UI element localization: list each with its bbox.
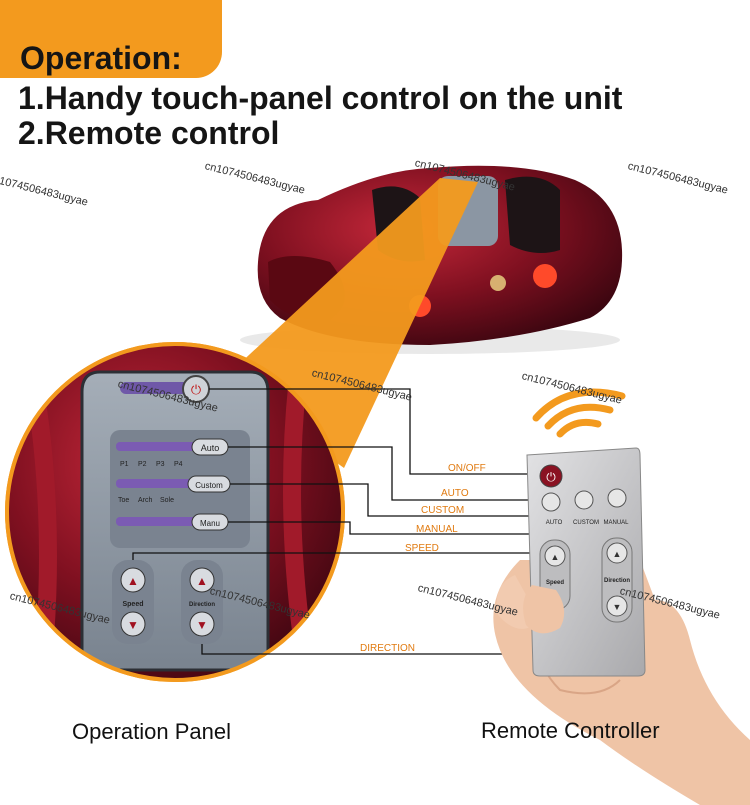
panel-speed-up-button[interactable]	[120, 567, 146, 593]
thumb-image	[523, 585, 565, 634]
label-custom: CUSTOM	[421, 505, 464, 516]
down-arrow-icon: ▼	[196, 618, 208, 632]
panel-toe-label: Toe	[118, 497, 129, 504]
signal-waves-icon	[532, 388, 626, 438]
caption-operation-panel: Operation Panel	[72, 719, 231, 744]
remote-direction-up-button[interactable]	[606, 542, 628, 564]
callout-labels: ON/OFF AUTO CUSTOM MANUAL SPEED DIRECTIO…	[360, 463, 486, 654]
remote-manual-button[interactable]	[607, 488, 627, 508]
remote-auto-label: AUTO	[546, 520, 563, 526]
label-auto: AUTO	[441, 488, 469, 499]
panel-speed-down-button[interactable]	[120, 611, 146, 637]
power-icon: ⏻	[546, 470, 556, 484]
operation-panel: ⏻ Auto P1 P2 P3 P4 Custom Toe Arch Sole …	[110, 375, 250, 644]
remote-power-button[interactable]	[539, 464, 563, 488]
panel-custom-label: Custom	[195, 481, 223, 490]
panel-direction-up-button[interactable]	[189, 567, 215, 593]
remote-custom-button[interactable]	[574, 490, 594, 510]
panel-p1-label: P1	[120, 461, 129, 468]
title-tab	[0, 0, 222, 78]
label-onoff: ON/OFF	[448, 463, 486, 474]
connector-lines	[132, 388, 616, 655]
remote-controller: ⏻ AUTO CUSTOM MANUAL ▲ Speed ▲ Direction…	[526, 447, 646, 677]
down-arrow-icon: ▼	[127, 618, 139, 632]
power-icon: ⏻	[191, 382, 201, 397]
up-arrow-icon: ▲	[196, 574, 208, 588]
feature-line-1: 1.Handy touch-panel control on the unit	[18, 80, 623, 116]
panel-p4-label: P4	[174, 461, 183, 468]
up-arrow-icon: ▲	[551, 552, 560, 562]
remote-auto-button[interactable]	[541, 492, 561, 512]
panel-arch-label: Arch	[138, 497, 153, 504]
panel-speed-label: Speed	[122, 601, 143, 608]
panel-direction-down-button[interactable]	[189, 611, 215, 637]
up-arrow-icon: ▲	[613, 549, 622, 559]
panel-auto-label: Auto	[201, 443, 220, 453]
remote-manual-label: MANUAL	[603, 520, 629, 526]
page-title: Operation:	[20, 40, 182, 76]
feature-line-2: 2.Remote control	[18, 115, 280, 151]
remote-custom-label: CUSTOM	[573, 520, 599, 526]
panel-p2-label: P2	[138, 461, 147, 468]
panel-p3-label: P3	[156, 461, 165, 468]
remote-direction-down-button[interactable]	[606, 595, 628, 617]
up-arrow-icon: ▲	[127, 574, 139, 588]
down-arrow-icon: ▼	[613, 602, 622, 612]
remote-speed-label: Speed	[546, 580, 564, 586]
label-direction: DIRECTION	[360, 643, 415, 654]
label-manual: MANUAL	[416, 524, 458, 535]
panel-direction-label: Direction	[189, 602, 215, 608]
label-speed: SPEED	[405, 543, 439, 554]
panel-sole-label: Sole	[160, 497, 174, 504]
panel-manu-label: Manu	[200, 519, 220, 528]
caption-remote-controller: Remote Controller	[481, 718, 660, 743]
remote-speed-up-button[interactable]	[544, 545, 566, 567]
remote-direction-label: Direction	[604, 578, 630, 584]
